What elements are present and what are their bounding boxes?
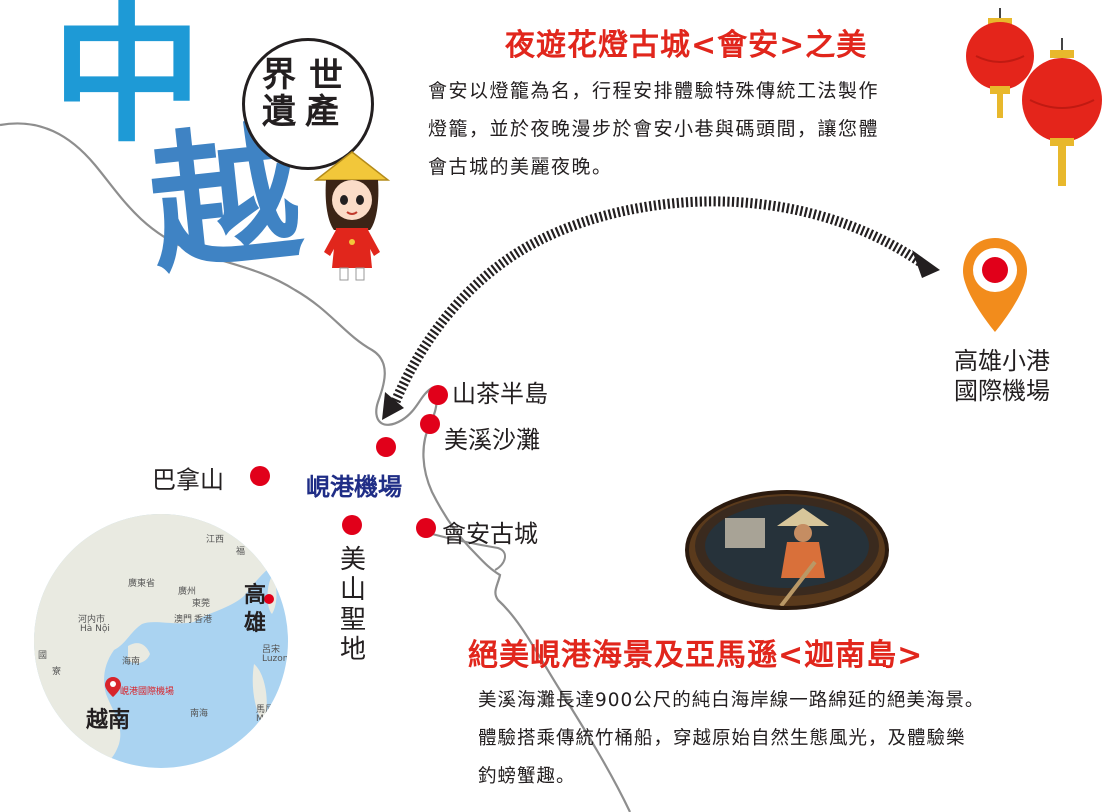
ba-na-dot xyxy=(250,466,270,486)
inset-label: 澳門 xyxy=(174,615,193,625)
inset-label: 東莞 xyxy=(192,599,211,609)
badge-char-3: 遺 xyxy=(262,92,296,132)
inset-label-vietnam: 越南 xyxy=(86,708,131,733)
my-son-char: 聖 xyxy=(340,605,367,635)
place-hoi-an: 會安古城 xyxy=(442,520,538,548)
section-title-hoian-night: 夜遊花燈古城<會安>之美 xyxy=(505,28,868,63)
inset-label-kaohsiung: 高 雄 xyxy=(244,582,266,638)
origin-label-line: 國際機場 xyxy=(954,377,1050,405)
inset-label: 寮 xyxy=(52,667,62,677)
inset-label: 江西 xyxy=(206,535,225,545)
inset-land-shapes xyxy=(34,514,288,768)
da-nang-pin-icon xyxy=(105,677,121,697)
inset-label: 廣東省 xyxy=(128,579,156,589)
inset-label: 呂宋 xyxy=(262,645,281,655)
badge-char: 世 xyxy=(309,56,343,96)
inset-label: 馬尼拉 xyxy=(256,705,284,715)
badge-char-2: 界 xyxy=(262,55,296,95)
my-son-char: 地 xyxy=(340,635,367,665)
inset-label: 海南 xyxy=(122,657,141,667)
world-heritage-badge: 世 xyxy=(242,38,374,170)
basket-boat-photo xyxy=(685,490,889,610)
vietnamese-girl-illustration xyxy=(313,151,391,281)
inset-airport-label: 峴港國際機場 xyxy=(120,687,175,697)
section-title-danang-seascape: 絕美峴港海景及亞馬遜<迦南島> xyxy=(468,638,924,673)
my-son-char: 美 xyxy=(340,545,367,575)
body-line: 會古城的美麗夜晚。 xyxy=(428,156,613,178)
section-body-hoian-night: 會安以燈籠為名，行程安排體驗特殊傳統工法製作 燈籠，並於夜晚漫步於會安小巷與碼頭… xyxy=(428,72,968,186)
place-my-khe: 美溪沙灘 xyxy=(444,426,540,454)
inset-label: Mayon xyxy=(256,714,286,724)
badge-char-4: 產 xyxy=(305,92,339,132)
origin-label-line: 高雄小港 xyxy=(954,347,1050,375)
title-char-zhong: 中 xyxy=(52,0,203,163)
kaohsiung-char: 高 xyxy=(244,583,267,608)
arrow-head-vietnam xyxy=(382,392,404,420)
body-line: 體驗搭乘傳統竹桶船，穿越原始自然生態風光，及體驗樂 xyxy=(478,728,966,749)
arrow-head-taiwan xyxy=(912,250,940,278)
place-son-tra: 山茶半島 xyxy=(452,380,548,408)
son-tra-dot xyxy=(428,385,448,405)
my-son-char: 山 xyxy=(340,575,367,605)
kaohsiung-dot xyxy=(264,594,274,604)
place-da-nang-airport: 峴港機場 xyxy=(306,473,402,501)
section-body-danang-seascape: 美溪海灘長達900公尺的純白海岸線一路綿延的絕美海景。 體驗搭乘傳統竹桶船，穿越… xyxy=(478,682,1098,796)
body-line: 燈籠，並於夜晚漫步於會安小巷與碼頭間，讓您體 xyxy=(428,118,880,140)
kaohsiung-char: 雄 xyxy=(244,611,267,636)
body-line: 釣螃蟹趣。 xyxy=(478,766,576,787)
inset-label: 福 xyxy=(236,547,246,557)
my-son-dot xyxy=(342,515,362,535)
place-my-son: 美 山 聖 地 xyxy=(340,545,370,665)
inset-label: 南海 xyxy=(190,709,209,719)
inset-label: 台灣 xyxy=(280,583,288,593)
inset-label: Hà Nội xyxy=(80,624,110,634)
inset-label: 廣州 xyxy=(178,587,197,597)
da-nang-airport-dot xyxy=(376,437,396,457)
inset-label: Luzon xyxy=(262,654,288,664)
place-ba-na: 巴拿山 xyxy=(152,466,224,494)
inset-region-map: 河内市 Hà Nội 廣東省 廣州 東莞 澳門 香港 江西 海南 福 台灣 南海… xyxy=(34,514,288,768)
lanterns-illustration xyxy=(966,8,1102,186)
body-line: 美溪海灘長達900公尺的純白海岸線一路綿延的絕美海景。 xyxy=(478,690,985,711)
hoi-an-dot xyxy=(416,518,436,538)
inset-label: 香港 xyxy=(194,615,213,625)
body-line: 會安以燈籠為名，行程安排體驗特殊傳統工法製作 xyxy=(428,80,880,102)
origin-airport-label: 高雄小港 國際機場 xyxy=(952,346,1052,406)
inset-label: 河内市 xyxy=(78,615,106,625)
inset-label: 國 xyxy=(38,651,48,661)
kaohsiung-location-pin-icon xyxy=(963,238,1027,332)
my-khe-dot xyxy=(420,414,440,434)
